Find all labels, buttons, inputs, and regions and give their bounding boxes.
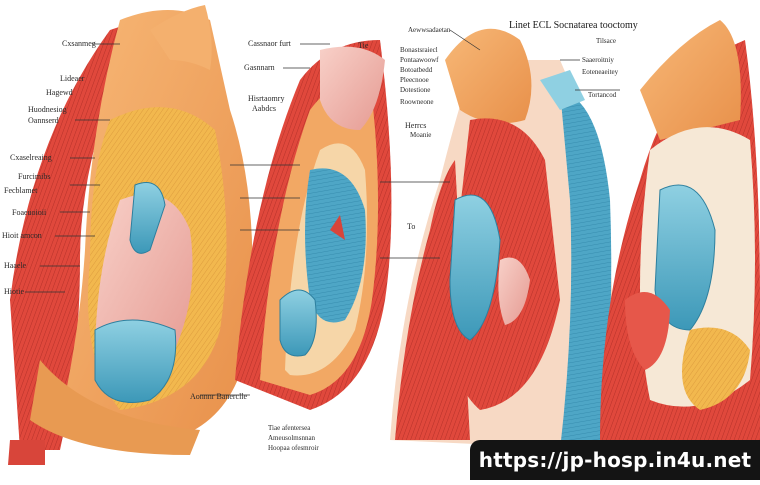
watermark-url: https://jp-hosp.in4u.net — [478, 448, 752, 472]
label-stack-6: Roowneone — [400, 98, 434, 106]
label-center-6: Herrcs — [405, 121, 427, 130]
left-ear-cross-section — [8, 5, 253, 465]
label-top-right-sub: Tilsace — [596, 37, 616, 45]
label-top-right-left: Aewwsadaetan — [408, 26, 451, 34]
label-center-4: Aabdcs — [252, 104, 276, 113]
label-left-4: Huodnesiog — [28, 105, 67, 114]
label-left-7: Furcimibs — [18, 172, 51, 181]
label-left-2: Lideaer — [60, 74, 85, 83]
label-stack-7: Moanie — [410, 131, 432, 139]
label-right-2: Eoteneaeitey — [582, 68, 619, 76]
diagram-title: Linet ECL Socnatarea tooctomy — [509, 20, 638, 31]
label-center-7: To — [407, 222, 416, 231]
label-bottom-1: Tiae afentersea — [268, 424, 311, 432]
label-bottom-2: Ameusolmsnnan — [268, 434, 316, 442]
center-ear-cross-section — [235, 40, 392, 410]
label-left-6: Cxaselreaing — [10, 153, 52, 162]
label-left-3: Hagewd — [46, 88, 73, 97]
label-bottom-3: Hoopaa ofesmroir — [268, 444, 319, 452]
label-left-8: Fecblamet — [4, 186, 38, 195]
label-center-2: Gasnnarn — [244, 63, 275, 72]
right-center-ear-cross-section — [390, 28, 614, 450]
label-stack-4: Pleecnooe — [400, 76, 429, 84]
label-stack-1: Bonastsraiecl — [400, 46, 438, 54]
label-left-10: Hioit amcon — [2, 231, 42, 240]
label-center-3: Hisrtaomry — [248, 94, 285, 103]
label-center-5: Tie — [358, 41, 369, 50]
label-right-1: Saaeroitniy — [582, 56, 614, 64]
label-left-9: Foaeuoioii — [12, 208, 47, 217]
label-center-1: Cassnaor furt — [248, 39, 291, 48]
label-left-11: Haaele — [4, 261, 27, 270]
label-stack-5: Dotestione — [400, 86, 431, 94]
right-ear-cross-section — [600, 20, 760, 440]
label-stack-3: Botoatbedd — [400, 66, 433, 74]
leader-lines — [25, 29, 620, 396]
label-stack-2: Pontaawoowf — [400, 56, 439, 64]
label-left-1: Cxsanmeg — [62, 39, 96, 48]
label-right-3: Tortancod — [588, 91, 617, 99]
label-left-12: Hiotie — [4, 287, 24, 296]
label-left-5: Oannserd — [28, 116, 59, 125]
watermark-url-banner: https://jp-hosp.in4u.net — [470, 440, 760, 480]
label-center-8: Aonnnr Banerclle — [190, 392, 248, 401]
